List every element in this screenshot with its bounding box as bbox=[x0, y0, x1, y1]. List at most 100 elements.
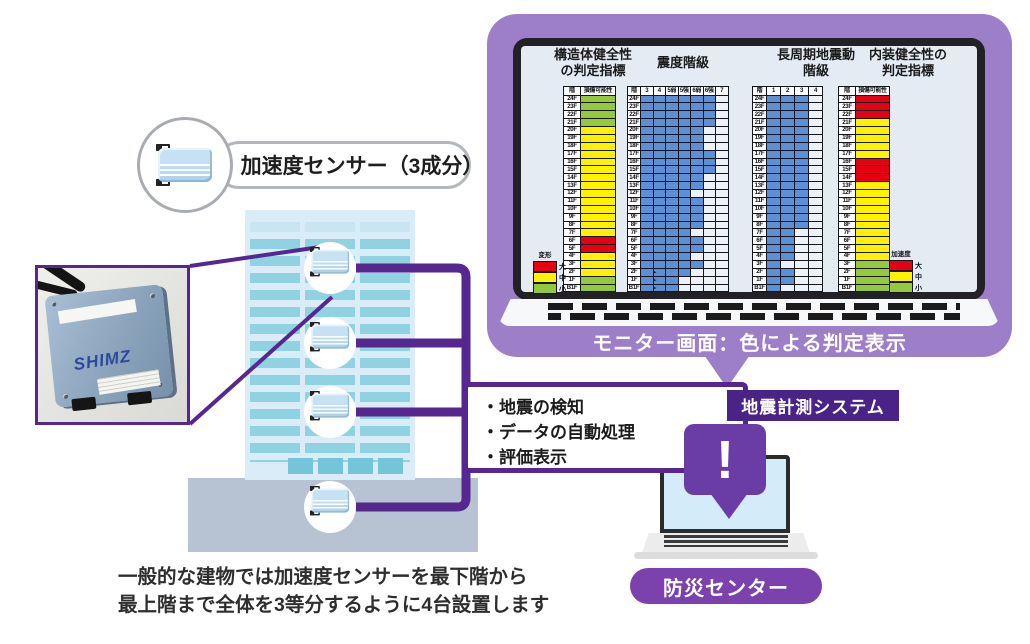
table-row: 8F bbox=[628, 221, 729, 230]
sensor-photo: SHIMZ bbox=[35, 265, 190, 425]
table-row: 7F bbox=[564, 229, 616, 238]
system-badge: 地震計測システム bbox=[727, 390, 899, 421]
accelerometer-icon bbox=[156, 144, 214, 186]
table-row: 7F bbox=[628, 229, 729, 238]
table-row: 10F bbox=[628, 205, 729, 214]
table-row: 8F bbox=[839, 221, 890, 230]
table-row: 16F bbox=[753, 158, 823, 167]
table-row: 22F bbox=[628, 111, 729, 120]
process-item: ・評価表示 bbox=[482, 448, 567, 467]
table-row: 16F bbox=[839, 158, 890, 167]
table-row: 13F bbox=[564, 182, 616, 190]
table-row: 17F bbox=[564, 150, 616, 159]
table-row: 16F bbox=[628, 158, 729, 167]
table-row: 6F bbox=[564, 237, 616, 246]
table-row: 22F bbox=[564, 111, 616, 120]
table-row: 24F bbox=[753, 95, 823, 104]
table-row: 15F bbox=[564, 166, 616, 175]
table-row: 12F bbox=[753, 190, 823, 198]
table-row: 15F bbox=[753, 166, 823, 175]
table-row: 8F bbox=[753, 221, 823, 230]
table-row: 19F bbox=[753, 134, 823, 143]
table-row: 12F bbox=[628, 190, 729, 198]
table-row: 20F bbox=[753, 127, 823, 135]
legend-swatch-green bbox=[889, 282, 913, 294]
legend-swatch-red bbox=[533, 260, 557, 272]
table-row: 10F bbox=[564, 205, 616, 214]
table-row: 8F bbox=[564, 221, 616, 230]
table-row: 19F bbox=[564, 134, 616, 143]
table-row: 2F bbox=[628, 268, 729, 277]
table-row: 6F bbox=[839, 237, 890, 246]
table-row: 1F bbox=[628, 276, 729, 285]
table-row: 9F bbox=[628, 213, 729, 222]
column-title-shindo: 震度階級 bbox=[656, 55, 709, 70]
table-row: 3F bbox=[628, 260, 729, 269]
exclamation-icon: ! bbox=[716, 429, 734, 490]
sensor-callout-label: 加速度センサー（3成分） bbox=[215, 141, 483, 189]
disaster-center-label: 防災センター bbox=[630, 568, 822, 604]
table-row: 14F bbox=[628, 174, 729, 183]
laptop-base bbox=[634, 552, 818, 559]
accelerometer-icon bbox=[310, 486, 351, 516]
table-row: 14F bbox=[564, 174, 616, 183]
alert-bubble: ! bbox=[684, 424, 766, 495]
sensor-marker-4 bbox=[304, 481, 356, 533]
legend-swatch-yellow bbox=[533, 271, 557, 284]
table-row: B1F bbox=[753, 284, 823, 293]
table-row: 19F bbox=[628, 134, 729, 143]
sensor-callout-circle bbox=[137, 117, 233, 213]
legend-deformation: 変形 大 中 小 bbox=[533, 249, 566, 295]
process-item: ・地震の検知 bbox=[482, 398, 584, 417]
table-row: 14F bbox=[839, 174, 890, 183]
accelerometer-icon bbox=[310, 391, 351, 421]
table-row: 4F bbox=[753, 253, 823, 261]
table-row: 4F bbox=[839, 253, 890, 261]
table-row: 20F bbox=[564, 127, 616, 135]
legend-swatch-yellow bbox=[889, 270, 913, 283]
device-label-sticker bbox=[57, 299, 137, 325]
sensor-marker-1 bbox=[304, 242, 356, 294]
table-row: 21F bbox=[564, 119, 616, 127]
device-label-sticker bbox=[97, 369, 161, 395]
table-row: 18F bbox=[753, 142, 823, 151]
table-row: 11F bbox=[753, 197, 823, 206]
table-row: 1F bbox=[753, 276, 823, 285]
table-row: 17F bbox=[753, 150, 823, 159]
entrance-windows bbox=[288, 458, 403, 474]
table-row: 3F bbox=[753, 260, 823, 269]
table-row: 22F bbox=[839, 111, 890, 120]
sensor-device: SHIMZ bbox=[44, 284, 174, 412]
table-row: 13F bbox=[753, 182, 823, 190]
monitor-keyboard bbox=[498, 299, 1000, 326]
table-row: 10F bbox=[839, 205, 890, 214]
footnote: 一般的な建物では加速度センサーを最下階から 最上階まで全体を3等分するように4台… bbox=[118, 566, 550, 616]
column-title-interior: 内装健全性の判定指標 bbox=[868, 47, 947, 78]
table-row: 12F bbox=[564, 190, 616, 198]
table-row: 13F bbox=[839, 182, 890, 190]
table-row: 15F bbox=[628, 166, 729, 175]
table-row: 23F bbox=[628, 103, 729, 112]
table-row: 15F bbox=[839, 166, 890, 175]
legend-title: 加速度 bbox=[891, 251, 911, 258]
table-row: 11F bbox=[564, 197, 616, 206]
monitor-caption: モニター画面：色による判定表示 bbox=[592, 333, 907, 355]
table-row: 2F bbox=[753, 268, 823, 277]
table-row: 23F bbox=[564, 103, 616, 112]
table-row: 21F bbox=[628, 119, 729, 127]
legend-swatch-red bbox=[889, 259, 913, 271]
table-row: B1F bbox=[564, 284, 616, 293]
column-title-structural: 構造体健全性の判定指標 bbox=[553, 47, 632, 78]
column-title-long-period: 長周期地震動階級 bbox=[776, 47, 855, 78]
table-row: 18F bbox=[564, 142, 616, 151]
mount-bracket bbox=[71, 396, 97, 412]
table-row: 24F bbox=[564, 95, 616, 104]
table-row: 13F bbox=[628, 182, 729, 190]
accelerometer-icon bbox=[310, 247, 351, 277]
table-row: 1F bbox=[564, 276, 616, 285]
table-row: 9F bbox=[753, 213, 823, 222]
sensor-marker-3 bbox=[304, 386, 356, 438]
